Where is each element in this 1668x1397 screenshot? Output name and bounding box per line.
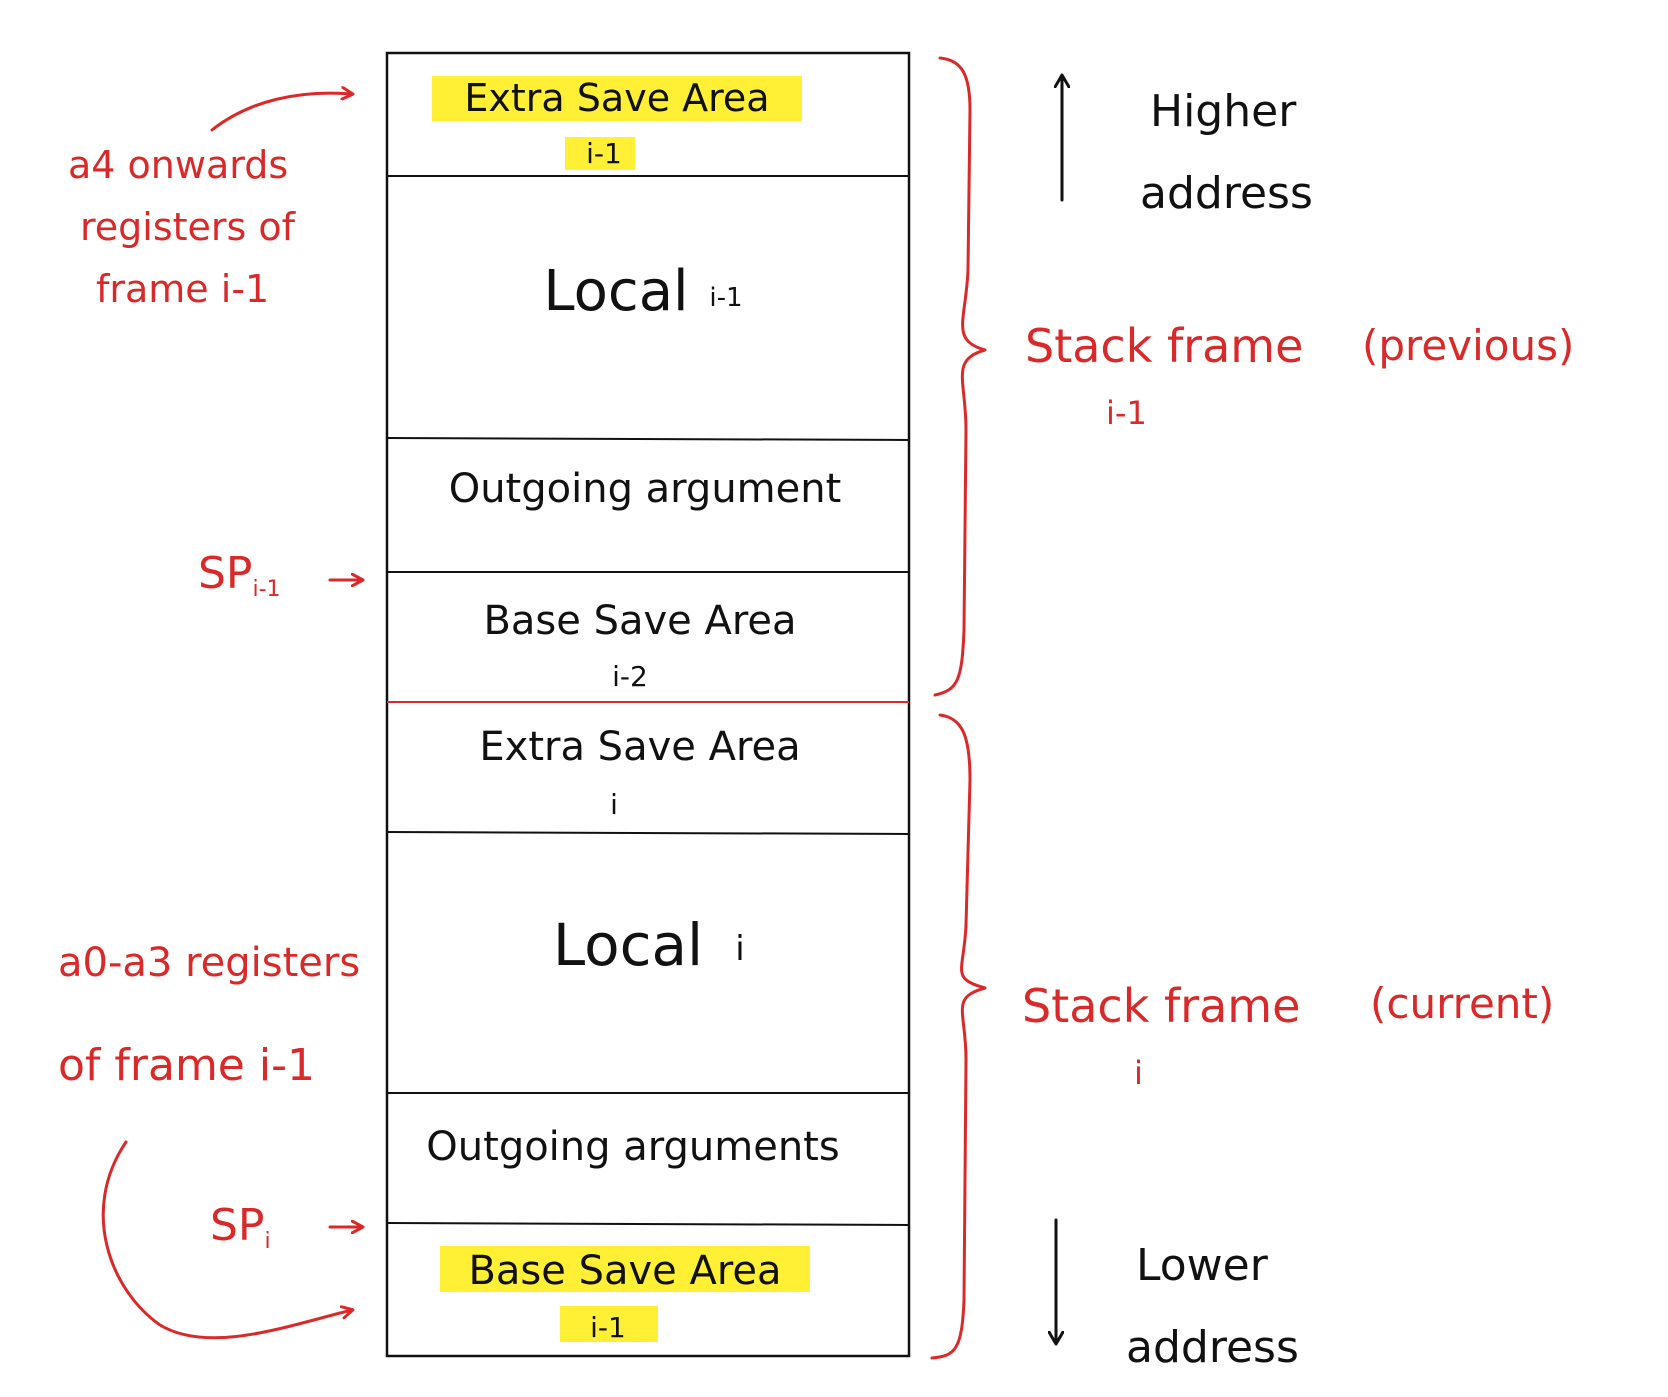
stack-cell-base-save-area-cur: Base Save Area i-1	[468, 1248, 781, 1344]
cell-label: Local	[543, 259, 688, 324]
cell-sub: i	[735, 929, 744, 969]
cell-sub: i-1	[590, 1311, 626, 1344]
stack-cell-local-cur: Local i	[553, 911, 745, 979]
sp-label: SPi-1	[198, 548, 281, 602]
annotation-a0-a3-registers: a0-a3 registers of frame i-1	[58, 940, 360, 1091]
cell-label: Base Save Area	[468, 1248, 781, 1294]
cell-label: Local	[553, 911, 703, 979]
highlight-extra-save-area-prev	[432, 76, 802, 121]
address-label: address	[1140, 168, 1313, 219]
stack-outline	[385, 51, 911, 1358]
curved-arrow-to-base-save-area	[101, 1140, 352, 1340]
divider-7	[386, 1222, 910, 1226]
annotation-line: a0-a3 registers	[58, 940, 360, 986]
sp-base: SP	[198, 548, 252, 599]
divider-2	[386, 437, 910, 441]
frame-label-current: Stack frame (current) i	[1022, 979, 1554, 1092]
stack-cell-base-save-area-prev: Base Save Area i-2	[483, 598, 796, 693]
highlight-base-save-area-cur	[440, 1246, 810, 1292]
cell-label: Base Save Area	[483, 598, 796, 644]
brace-current-frame	[930, 713, 987, 1360]
frame-label: Stack frame	[1025, 319, 1303, 373]
annotation-line: registers of	[80, 205, 297, 249]
sp-sub: i-1	[252, 577, 280, 602]
address-label: address	[1126, 1322, 1299, 1373]
annotation-a4-registers: a4 onwards registers of frame i-1	[68, 93, 352, 311]
address-label: Higher	[1150, 86, 1297, 137]
brace-previous-frame	[933, 56, 987, 697]
frame-qualifier: (previous)	[1362, 321, 1574, 370]
stack-cell-extra-save-area-cur: Extra Save Area i	[479, 724, 800, 821]
cell-sub: i	[610, 788, 618, 821]
stack-cell-outgoing-arguments: Outgoing arguments	[426, 1124, 839, 1170]
divider-5	[386, 831, 910, 835]
annotation-line: a4 onwards	[68, 143, 288, 187]
lower-address-indicator: Lower address	[1056, 1218, 1299, 1373]
stack-cell-outgoing-argument: Outgoing argument	[449, 466, 842, 512]
frame-qualifier: (current)	[1370, 979, 1554, 1028]
annotation-sp-cur: SPi	[210, 1200, 362, 1254]
cell-sub: i-1	[586, 137, 622, 170]
stack-cell-extra-save-area-prev: Extra Save Area i-1	[464, 76, 769, 170]
highlight-base-save-area-cur-sub	[560, 1306, 658, 1342]
stack-column	[385, 51, 911, 1358]
frame-label-previous: Stack frame (previous) i-1	[1025, 319, 1574, 432]
stack-cell-local-prev: Local i-1	[543, 259, 742, 324]
frame-sub: i-1	[1106, 394, 1147, 432]
address-label: Lower	[1136, 1240, 1269, 1291]
annotation-sp-prev: SPi-1	[198, 548, 362, 602]
cell-label: Outgoing argument	[449, 466, 842, 512]
curved-arrow-to-extra-save-area	[210, 93, 352, 132]
higher-address-indicator: Higher address	[1062, 76, 1313, 219]
cell-label: Extra Save Area	[464, 76, 769, 120]
cell-sub: i-1	[709, 283, 742, 313]
highlight-extra-save-area-prev-sub	[565, 137, 635, 170]
cell-label: Extra Save Area	[479, 724, 800, 770]
annotation-line: frame i-1	[96, 267, 269, 311]
sp-label: SPi	[210, 1200, 271, 1254]
sp-sub: i	[264, 1229, 270, 1254]
cell-sub: i-2	[612, 660, 648, 693]
frame-sub: i	[1134, 1054, 1143, 1092]
cell-label: Outgoing arguments	[426, 1124, 839, 1170]
sp-base: SP	[210, 1200, 264, 1251]
annotation-line: of frame i-1	[58, 1040, 315, 1091]
highlight-layer	[432, 76, 810, 1342]
frame-label: Stack frame	[1022, 979, 1300, 1033]
